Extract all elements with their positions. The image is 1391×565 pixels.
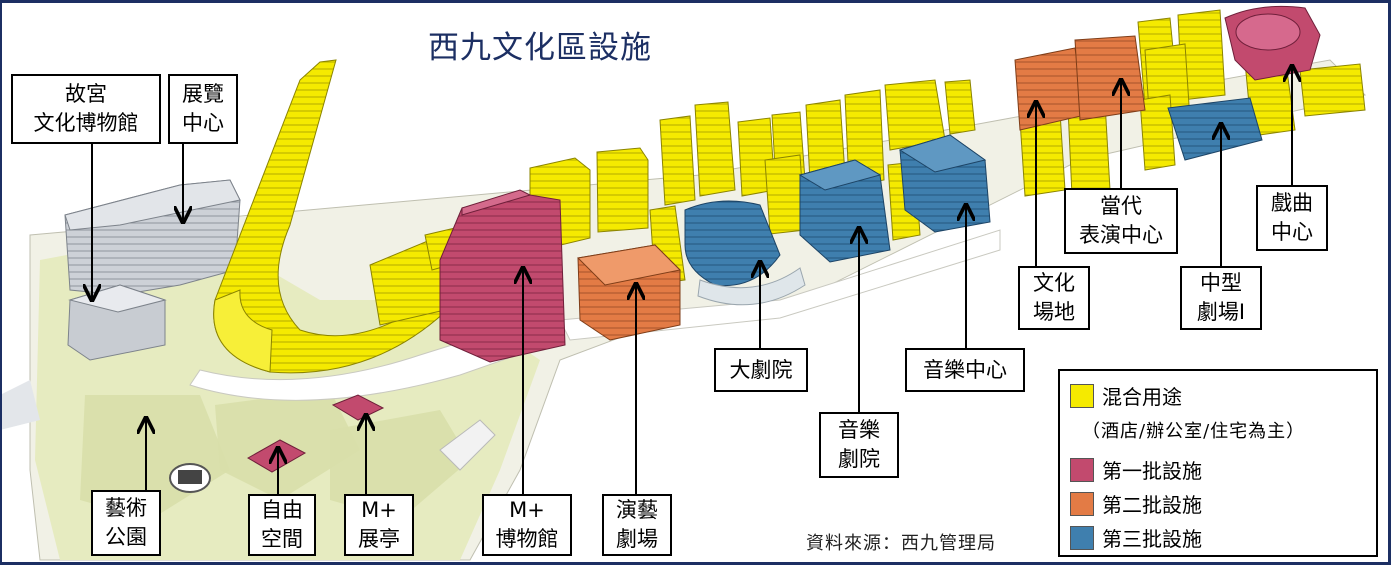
label-cultural-venue: 文化 場地 [1018, 266, 1090, 330]
label-exhibition-centre: 展覽 中心 [168, 74, 238, 144]
legend-mixed-use: 混合用途 [1070, 381, 1182, 410]
legend-swatch-phase1 [1070, 457, 1094, 482]
legend-phase1-label: 第一批設施 [1102, 459, 1202, 483]
legend-phase3: 第三批設施 [1070, 523, 1202, 552]
label-art-park: 藝術 公園 [91, 490, 161, 556]
mixed-use-buildings [213, 9, 1366, 374]
legend-swatch-mixed-use [1070, 383, 1094, 408]
label-medium-theatre: 中型 劇場I [1180, 266, 1262, 330]
source-credit: 資料來源：西九管理局 [806, 533, 996, 554]
phase1-buildings [246, 5, 1321, 473]
existing-buildings [64, 179, 241, 361]
label-m-plus-museum: M+ 博物館 [482, 494, 572, 556]
legend-mixed-use-note: （酒店/辦公室/住宅為主） [1082, 421, 1306, 442]
label-xiqu-centre: 戲曲 中心 [1256, 185, 1328, 251]
legend-mixed-use-label: 混合用途 [1102, 385, 1182, 409]
legend-phase3-label: 第三批設施 [1102, 527, 1202, 551]
legend-phase1: 第一批設施 [1070, 455, 1202, 484]
legend-phase2: 第二批設施 [1070, 489, 1202, 518]
label-freespace: 自由 空間 [248, 494, 316, 556]
label-lyric-theatre: 演藝 劇場 [602, 494, 672, 556]
label-m-plus-pavilion: M+ 展亭 [344, 494, 414, 556]
map-title: 西九文化區設施 [428, 30, 652, 66]
map-legend: 混合用途 （酒店/辦公室/住宅為主） 第一批設施 第二批設施 第三批設施 [1058, 369, 1378, 557]
legend-phase2-label: 第二批設施 [1102, 493, 1202, 517]
legend-swatch-phase3 [1070, 525, 1094, 550]
legend-swatch-phase2 [1070, 491, 1094, 516]
phase2-buildings [576, 35, 1146, 341]
label-music-theatre: 音樂 劇院 [819, 412, 899, 478]
label-music-centre: 音樂中心 [905, 348, 1025, 392]
label-grand-theatre: 大劇院 [714, 348, 808, 392]
leader-arrows [92, 66, 1292, 494]
label-palace-museum: 故宮 文化博物館 [11, 74, 161, 144]
label-contemporary-performance: 當代 表演中心 [1064, 188, 1178, 254]
